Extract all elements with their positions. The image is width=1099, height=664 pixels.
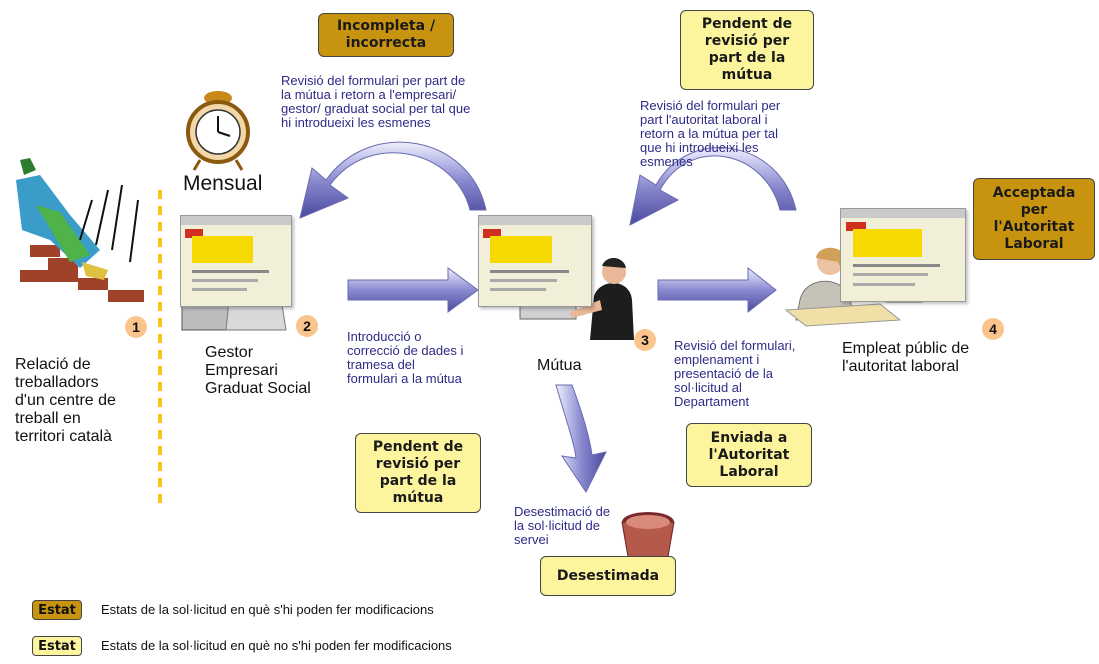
legend-text-modifiable: Estats de la sol·licitud en què s'hi pod… <box>101 602 434 617</box>
label-mutua: Mútua <box>537 357 582 374</box>
state-pendent-revisio-mutua: Pendent de revisió per part de la mútua <box>355 433 481 513</box>
label-empleat: Empleat públic de l'autoritat laboral <box>842 340 970 375</box>
step-number-3: 3 <box>634 329 656 351</box>
arrow-mutua-to-empleat <box>657 266 777 314</box>
state-pendent-revisio-autoritat: Pendent de revisió per part de la mútua <box>680 10 814 90</box>
step-number-1: 1 <box>125 316 147 338</box>
state-desestimada: Desestimada <box>540 556 676 596</box>
mutua-screen <box>478 215 592 307</box>
state-enviada: Enviada a l'Autoritat Laboral <box>686 423 812 487</box>
label-gestor: Gestor Empresari Graduat Social <box>205 344 311 397</box>
empleat-screen <box>840 208 966 302</box>
step-number-2: 2 <box>296 315 318 337</box>
legend-text-non-modifiable: Estats de la sol·licitud en què no s'hi … <box>101 638 452 653</box>
label-relacio-treballadors: Relació de treballadors d'un centre de t… <box>15 356 116 445</box>
state-incompleta: Incompleta / incorrecta <box>318 13 454 57</box>
arrow-gestor-to-mutua <box>347 267 479 313</box>
legend-tag-non-modifiable: Estat <box>32 636 82 656</box>
desc-revisio-autoritat: Revisió del formulari per part l'autorit… <box>640 98 781 169</box>
state-acceptada: Acceptada per l'Autoritat Laboral <box>973 178 1095 260</box>
gestor-screen <box>180 215 292 307</box>
workers-stairs-icon <box>16 158 144 302</box>
label-mensual: Mensual <box>183 172 263 195</box>
step-number-4: 4 <box>982 318 1004 340</box>
desc-revisio-mutua: Revisió del formulari per part de la mút… <box>281 73 471 130</box>
arrow-return-to-mutua <box>629 147 797 226</box>
desc-desestimacio: Desestimació de la sol·licitud de servei <box>514 504 611 547</box>
desc-revisio-emplenament: Revisió del formulari, emplenament i pre… <box>674 338 796 409</box>
alarm-clock-icon <box>186 91 250 171</box>
desc-introduccio: Introducció o correcció de dades i trame… <box>347 329 464 386</box>
arrow-return-to-gestor <box>299 141 487 219</box>
arrow-down-desestimacio <box>555 384 607 493</box>
legend-tag-modifiable: Estat <box>32 600 82 620</box>
